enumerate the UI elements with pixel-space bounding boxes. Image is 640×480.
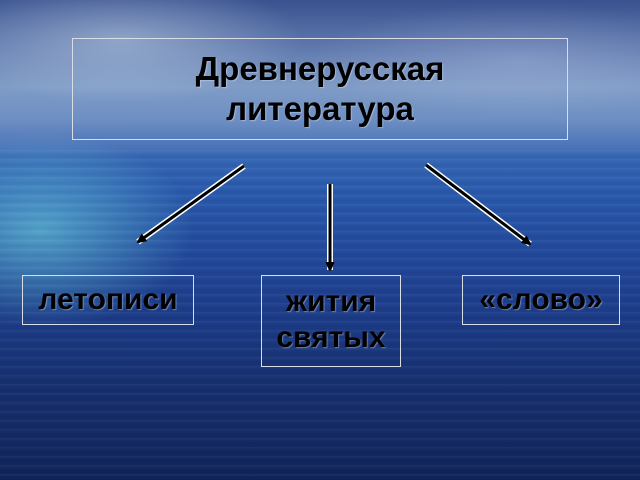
root-title-line-1: Древнерусская <box>195 50 445 87</box>
water-texture <box>0 150 640 480</box>
arrow-to-chronicles <box>136 163 246 245</box>
node-saints-lives-line-2: святых <box>276 321 386 354</box>
node-chronicles: летописи <box>22 275 194 325</box>
node-slovo: «слово» <box>462 275 620 325</box>
node-slovo-label: «слово» <box>479 283 603 316</box>
root-node-title: Древнерусская литература <box>72 38 568 140</box>
node-chronicles-label: летописи <box>38 283 178 316</box>
node-saints-lives-line-1: жития <box>285 285 377 318</box>
root-title-line-2: литература <box>226 90 414 127</box>
arrow-to-slovo <box>424 162 532 247</box>
node-saints-lives: жития святых <box>261 275 401 367</box>
